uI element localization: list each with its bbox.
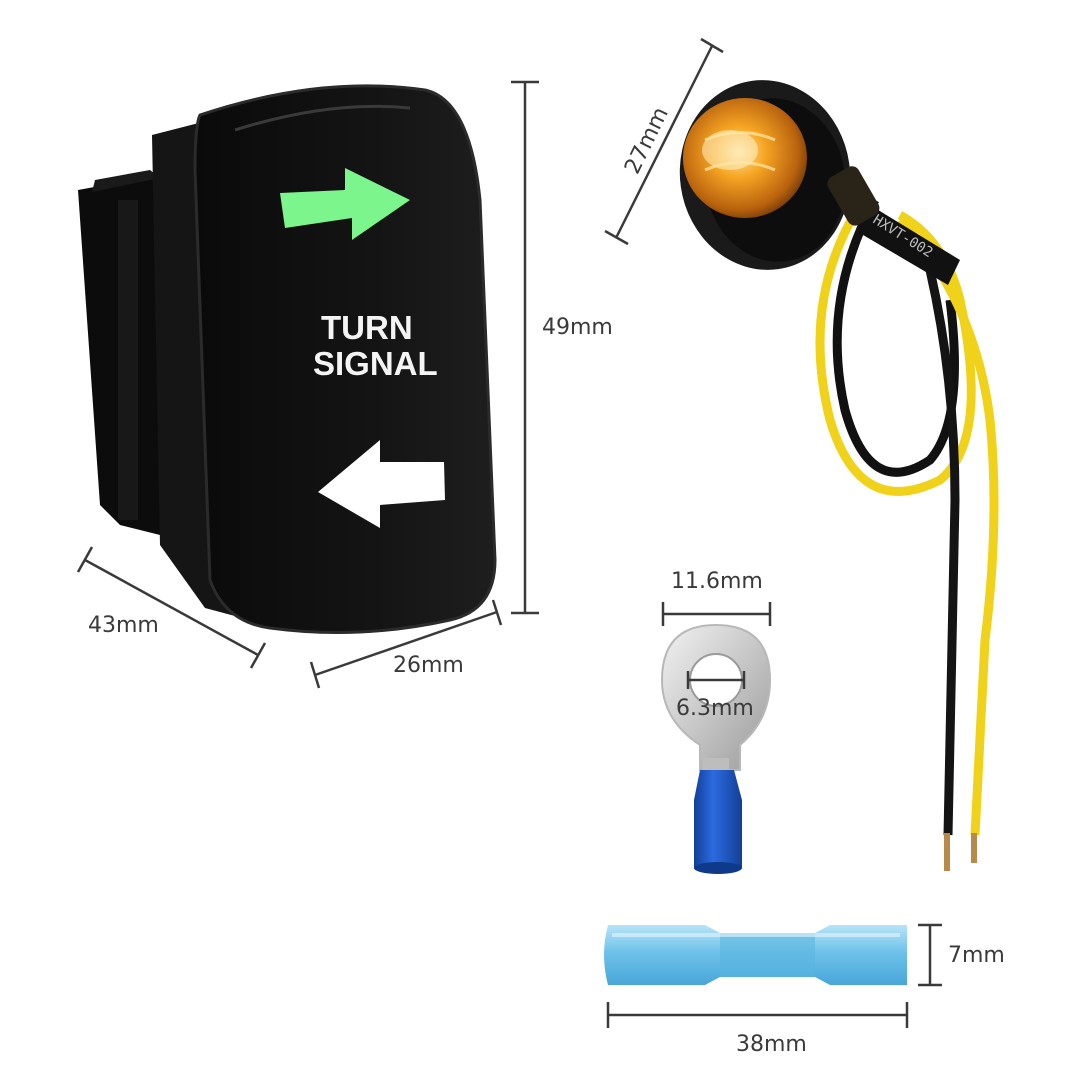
- arrow-right-icon: [280, 168, 410, 240]
- light-dimension-line: [604, 37, 724, 246]
- connector-dimension-lines: [606, 923, 942, 1028]
- switch-dimension-lines: [76, 80, 539, 689]
- ring-outer-label: 11.6mm: [671, 569, 763, 594]
- heat-shrink-connector: [604, 925, 907, 985]
- rocker-switch: [78, 84, 497, 634]
- ring-hole-label: 6.3mm: [676, 696, 754, 721]
- switch-width-label: 26mm: [393, 653, 464, 678]
- switch-label-line2: SIGNAL: [313, 345, 438, 382]
- ring-terminal: [660, 623, 772, 874]
- arrow-left-icon: [318, 440, 445, 528]
- tube-length-label: 38mm: [736, 1032, 807, 1057]
- switch-label-line1: TURN: [321, 309, 413, 346]
- switch-height-label: 49mm: [542, 315, 613, 340]
- marker-light: HXVT-002: [679, 80, 999, 871]
- ring-dimension-lines: [661, 602, 772, 689]
- switch-depth-label: 43mm: [88, 613, 159, 638]
- tube-diameter-label: 7mm: [948, 943, 1005, 968]
